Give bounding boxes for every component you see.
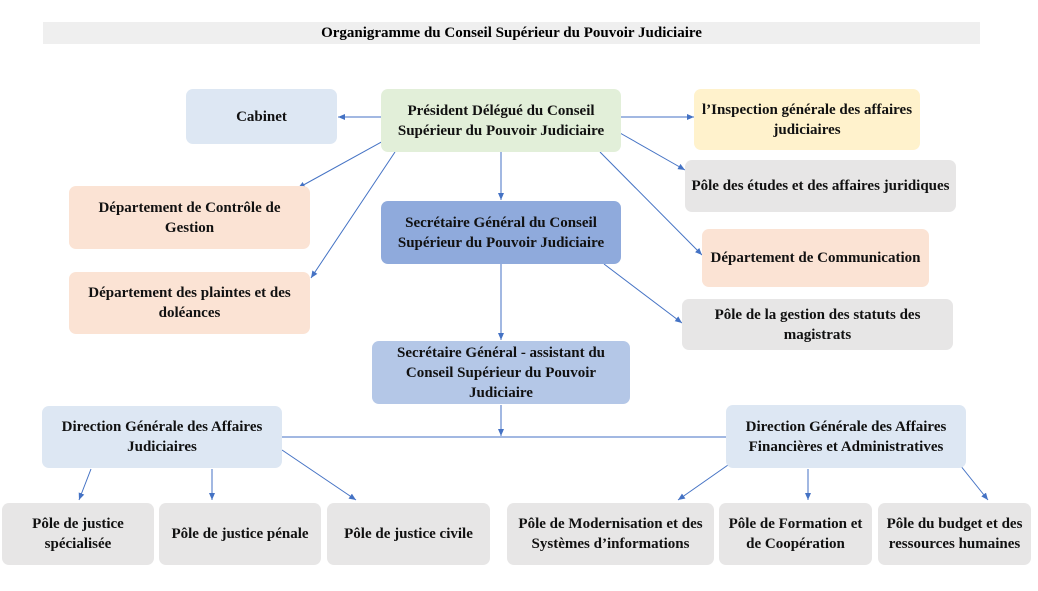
node-assistant-label: Secrétaire Général - assistant du Consei… [396,344,606,401]
node-justice-penale: Pôle de justice pénale [159,503,321,565]
node-etudes-label: Pôle des études et des affaires juridiqu… [691,178,950,194]
edge-dgj-specialisee [78,468,92,501]
diagram-title: Organigramme du Conseil Supérieur du Pou… [321,25,702,41]
edge-president-etudes [619,132,686,171]
node-statuts: Pôle de la gestion des statuts des magis… [682,299,953,350]
edge-president-controle [297,139,386,189]
node-secretaire: Secrétaire Général du Conseil Supérieur … [381,201,621,264]
node-plaintes: Département des plaintes et des doléance… [69,272,310,334]
edge-dgf-budget [959,464,989,501]
node-budget-label: Pôle du budget et des ressources humaine… [886,516,1023,552]
node-controle: Département de Contrôle de Gestion [69,186,310,249]
node-justice-civile-label: Pôle de justice civile [344,526,473,542]
edge-secretaire-statuts [603,263,683,324]
node-dg-financieres-label: Direction Générale des Affaires Financiè… [745,418,947,455]
node-justice-penale-label: Pôle de justice pénale [171,526,309,542]
node-modernisation-label: Pôle de Modernisation et des Systèmes d’… [518,516,703,552]
node-justice-civile: Pôle de justice civile [327,503,490,565]
node-secretaire-label: Secrétaire Général du Conseil Supérieur … [397,214,605,251]
node-communication-label: Département de Communication [710,250,921,266]
node-justice-specialisee: Pôle de justice spécialisée [2,503,154,565]
node-dg-judiciaires: Direction Générale des Affaires Judiciai… [42,406,282,468]
node-inspection: l’Inspection générale des affaires judic… [694,89,920,150]
node-formation: Pôle de Formation et de Coopération [719,503,872,565]
edge-dgj-civile [281,449,357,501]
node-budget: Pôle du budget et des ressources humaine… [878,503,1031,565]
node-assistant: Secrétaire Général - assistant du Consei… [372,341,630,404]
node-plaintes-label: Département des plaintes et des doléance… [88,285,291,321]
node-justice-specialisee-label: Pôle de justice spécialisée [32,516,124,552]
node-formation-label: Pôle de Formation et de Coopération [728,516,863,552]
title-bar: Organigramme du Conseil Supérieur du Pou… [43,22,980,44]
node-controle-label: Département de Contrôle de Gestion [98,199,281,236]
node-dg-financieres: Direction Générale des Affaires Financiè… [726,405,966,468]
node-statuts-label: Pôle de la gestion des statuts des magis… [714,306,921,343]
node-president: Président Délégué du Conseil Supérieur d… [381,89,621,152]
edge-president-plaintes [310,151,396,279]
node-etudes: Pôle des études et des affaires juridiqu… [685,160,956,212]
edge-president-communication [599,151,703,256]
node-dg-judiciaires-label: Direction Générale des Affaires Judiciai… [61,419,263,455]
node-cabinet-label: Cabinet [236,108,287,125]
node-cabinet: Cabinet [186,89,337,144]
node-communication: Département de Communication [702,229,929,287]
node-president-label: Président Délégué du Conseil Supérieur d… [397,102,605,139]
edge-dgf-modernisation [677,464,729,501]
node-modernisation: Pôle de Modernisation et des Systèmes d’… [507,503,714,565]
node-inspection-label: l’Inspection générale des affaires judic… [701,101,913,138]
